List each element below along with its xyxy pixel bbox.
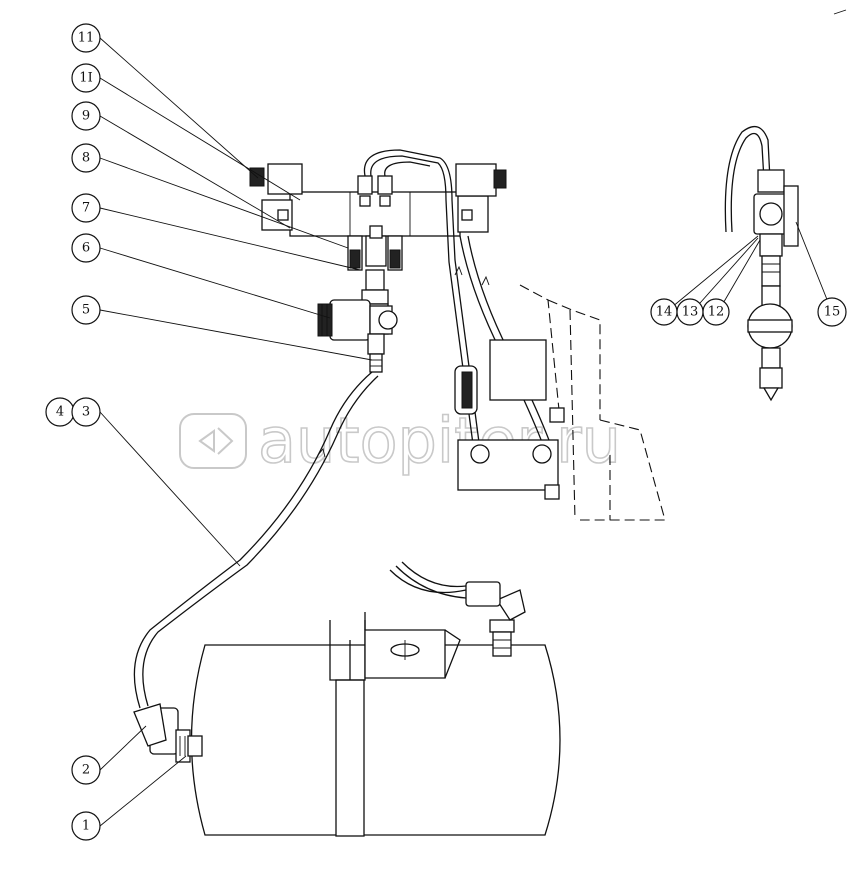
callout-6: 6 bbox=[71, 233, 101, 263]
callout-13-label: 13 bbox=[682, 305, 699, 320]
callout-4-label: 4 bbox=[56, 405, 64, 420]
detail-view bbox=[724, 125, 799, 402]
callout-2: 2 bbox=[71, 755, 101, 785]
callout-1: 1 bbox=[71, 811, 101, 841]
callout-12-label: 12 bbox=[708, 305, 725, 320]
leader-lines bbox=[99, 9, 847, 827]
callout-3-label: 3 bbox=[82, 405, 90, 420]
callout-3: 3 bbox=[71, 397, 101, 427]
callout-13: 13 bbox=[676, 298, 704, 326]
callout-12: 12 bbox=[702, 298, 730, 326]
callout-7: 7 bbox=[71, 193, 101, 223]
callout-9: 9 bbox=[71, 101, 101, 131]
callout-4: 4 bbox=[45, 397, 75, 427]
callout-11a-label: 11 bbox=[78, 31, 95, 46]
mounting-frame bbox=[454, 284, 666, 521]
callout-14: 14 bbox=[650, 298, 678, 326]
callout-8-label: 8 bbox=[82, 151, 90, 166]
pressure-regulator bbox=[317, 269, 398, 373]
callout-11a: 11 bbox=[71, 23, 101, 53]
callout-11b: 1I bbox=[71, 63, 101, 93]
callout-7-label: 7 bbox=[82, 201, 90, 216]
callout-9-label: 9 bbox=[82, 109, 90, 124]
callout-14-label: 14 bbox=[656, 305, 673, 320]
callout-11b-label: 1I bbox=[79, 71, 92, 86]
callout-5: 5 bbox=[71, 295, 101, 325]
callout-5-label: 5 bbox=[82, 303, 90, 318]
callout-6-label: 6 bbox=[82, 241, 90, 256]
air-hose bbox=[133, 371, 379, 709]
callout-8: 8 bbox=[71, 143, 101, 173]
solenoid-valve-block bbox=[249, 163, 507, 271]
callout-1-label: 1 bbox=[82, 819, 90, 834]
callout-15-label: 15 bbox=[824, 305, 841, 320]
callout-15: 15 bbox=[817, 297, 847, 327]
air-tank bbox=[133, 561, 561, 837]
callout-2-label: 2 bbox=[82, 763, 90, 778]
